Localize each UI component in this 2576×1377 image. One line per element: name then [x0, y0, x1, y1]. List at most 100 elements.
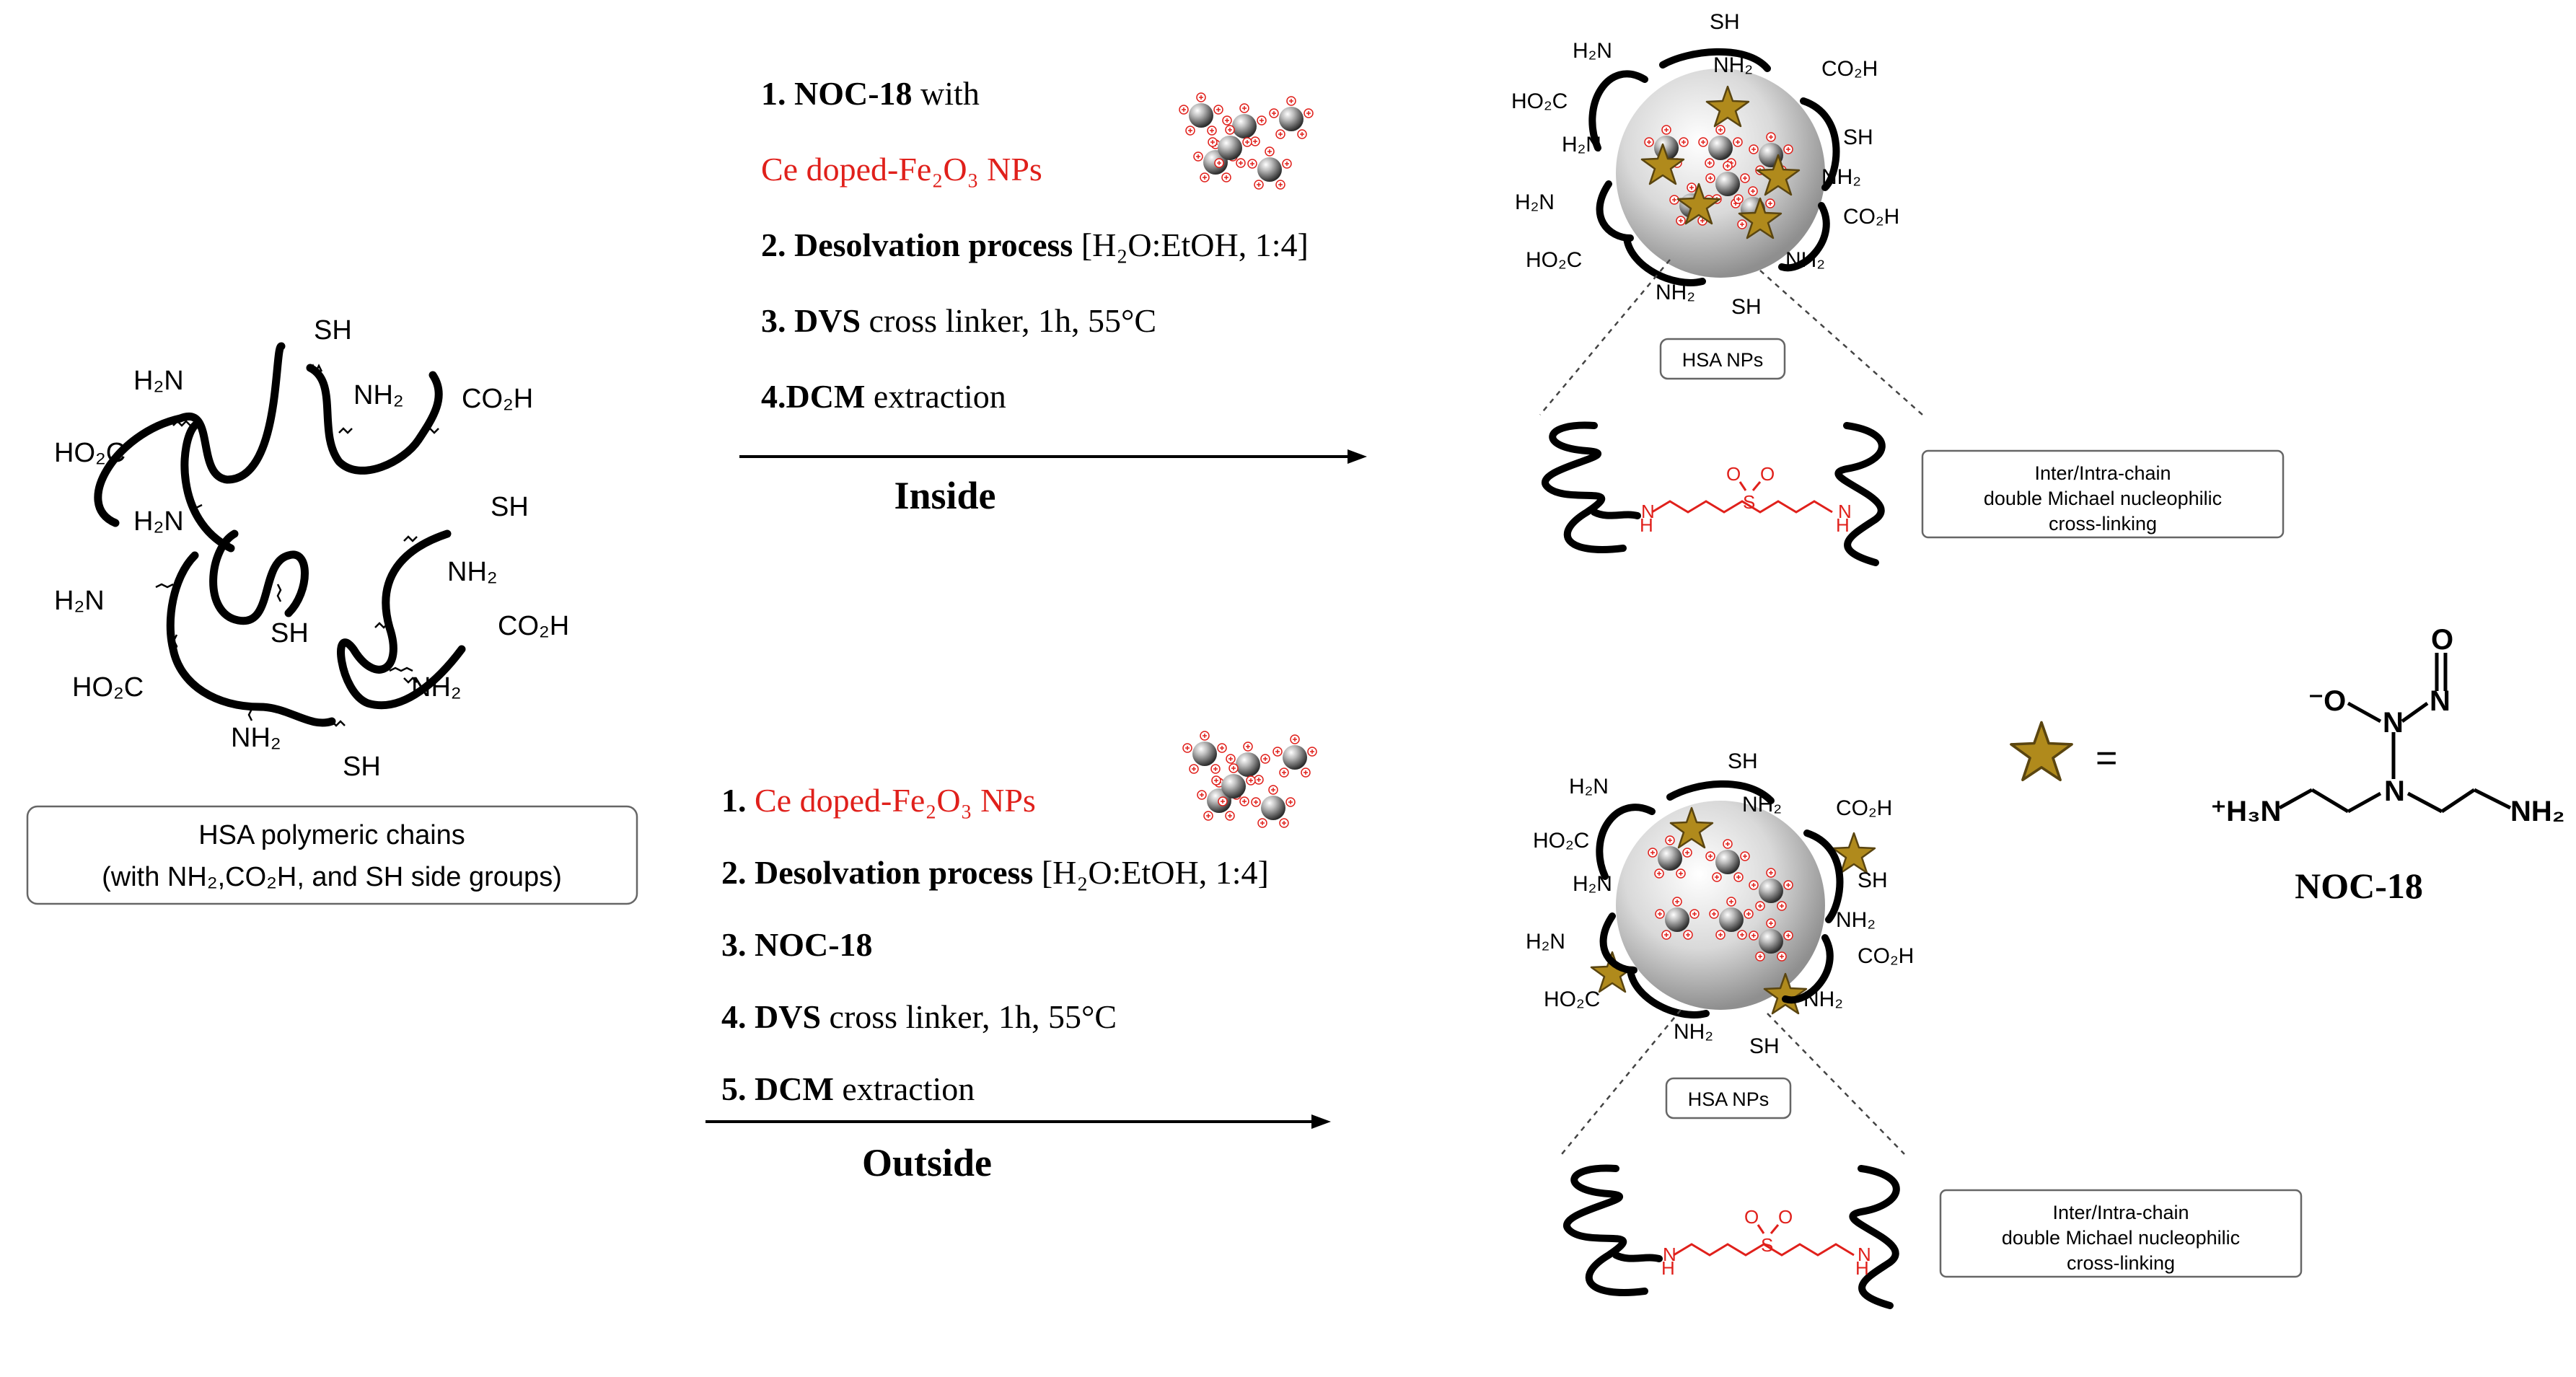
group-co2h-right: CO₂H	[498, 611, 569, 641]
outside-co2h-2: CO₂H	[1858, 944, 1914, 968]
outside-crosslink-box	[1939, 1189, 2303, 1278]
outside-nh2-3: NH₂	[1803, 987, 1843, 1011]
inside-arrow	[739, 449, 1367, 464]
group-h2n-left: H₂N	[54, 586, 105, 616]
inside-sh-3: SH	[1731, 295, 1762, 319]
outside-linker-n2: N	[1858, 1244, 1871, 1265]
inside-crosslink-line2: double Michael nucleophilic	[1984, 488, 2222, 509]
inside-nh2-2: NH₂	[1821, 165, 1861, 189]
inside-linker-o1: O	[1726, 463, 1741, 485]
outside-hsa-nanoparticle: H₂N SH NH₂ CO₂H HO₂C SH H₂N NH₂ H₂N CO₂H…	[1526, 749, 1914, 1155]
outside-crosslink-line1: Inter/Intra-chain	[2052, 1202, 2189, 1223]
outside-sh-3: SH	[1749, 1034, 1780, 1058]
inside-linker-n1: N	[1641, 501, 1655, 522]
group-h2n-mid: H₂N	[133, 506, 184, 537]
inside-linker-n2: N	[1838, 501, 1852, 522]
inside-surface-chains	[1588, 48, 1840, 286]
inside-step-2: 2. Desolvation process [H₂O:EtOH, 1:4]	[761, 226, 1309, 263]
inside-sh-2: SH	[1843, 126, 1873, 149]
inside-crosslink-line1: Inter/Intra-chain	[2034, 462, 2171, 484]
noc18-h3n-plus: ⁺H₃N	[2211, 796, 2281, 827]
outside-step-5: 5. DCM extraction	[721, 1070, 975, 1107]
outside-ho2c-1: HO₂C	[1533, 829, 1589, 853]
inside-np-cluster	[1179, 92, 1314, 190]
group-nh2-bottom-right: NH₂	[411, 672, 462, 703]
inside-nh2-1: NH₂	[1713, 53, 1753, 77]
hsa-caption-line2: (with NH₂,CO₂H, and SH side groups)	[102, 862, 562, 892]
inside-hsa-label-box	[1659, 338, 1786, 380]
group-sh-top: SH	[314, 315, 352, 346]
outside-steps: 1. Ce doped-Fe₂O₃ NPs 2. Desolvation pro…	[721, 782, 1269, 1107]
hsa-polymer-chains: SH H₂N NH₂ CO₂H HO₂C H₂N SH NH₂ H₂N SH C…	[26, 315, 638, 905]
inside-steps: 1. NOC-18 with Ce doped-Fe₂O₃ NPs 2. Des…	[761, 75, 1309, 415]
inside-linker-h2: H	[1836, 514, 1850, 536]
noc18-n2: N	[2430, 685, 2450, 717]
outside-step-2: 2. Desolvation process [H₂O:EtOH, 1:4]	[721, 854, 1269, 891]
outside-albumin-sphere	[1616, 801, 1825, 1010]
outside-nh2-1: NH₂	[1742, 793, 1782, 817]
noc18-o-minus: ⁻O	[2308, 685, 2346, 717]
inside-sh-1: SH	[1710, 10, 1740, 34]
group-ho2c-left: HO₂C	[54, 438, 126, 468]
outside-ho2c-2: HO₂C	[1544, 987, 1600, 1011]
outside-crosslink-line2: double Michael nucleophilic	[2002, 1227, 2240, 1249]
noc18-legend: = ⁻O N N O N ⁺H₃N NH₂ NOC-18	[2010, 624, 2565, 906]
outside-surface-chains	[1596, 780, 1844, 1019]
group-ho2c-bottom: HO₂C	[72, 672, 144, 703]
outside-linker-h2: H	[1855, 1257, 1869, 1279]
outside-step-3: 3. NOC-18	[721, 926, 873, 963]
noc18-nh2: NH₂	[2510, 796, 2565, 827]
inside-h2n-1: H₂N	[1573, 39, 1612, 63]
inside-crosslink-box	[1921, 449, 2285, 539]
inside-co2h-1: CO₂H	[1821, 57, 1878, 81]
inside-co2h-2: CO₂H	[1843, 205, 1899, 229]
inside-linker-o2: O	[1760, 463, 1775, 485]
hsa-caption-line1: HSA polymeric chains	[198, 820, 465, 850]
noc18-o-double: O	[2431, 624, 2453, 656]
outside-crosslink-line3: cross-linking	[2067, 1252, 2175, 1274]
inside-h2n-3: H₂N	[1515, 190, 1555, 214]
outside-h2n-1: H₂N	[1569, 775, 1609, 799]
outside-hsa-label-box	[1665, 1077, 1792, 1119]
outside-linker-n1: N	[1663, 1244, 1676, 1265]
outside-h2n-2: H₂N	[1573, 872, 1612, 896]
outside-h2n-3: H₂N	[1526, 930, 1565, 954]
noc18-name: NOC-18	[2295, 866, 2423, 906]
inside-crosslink-diagram: H N S O O N H Inter/Intra-chain double M…	[1542, 421, 2285, 566]
inside-step-4: 4.DCM extraction	[761, 378, 1006, 415]
inside-nh2-3: NH₂	[1785, 248, 1825, 272]
inside-step-1: 1. NOC-18 with	[761, 75, 980, 112]
inside-nh2-4: NH₂	[1656, 281, 1695, 304]
group-h2n-top: H₂N	[133, 366, 184, 396]
outside-hsa-label: HSA NPs	[1688, 1088, 1770, 1110]
noc18-n-center: N	[2384, 775, 2405, 807]
inside-albumin-sphere	[1616, 69, 1825, 278]
outside-linker-o1: O	[1744, 1206, 1759, 1228]
group-co2h-top: CO₂H	[462, 384, 533, 414]
outside-nh2-4: NH₂	[1674, 1020, 1713, 1044]
outside-arrow	[705, 1114, 1331, 1129]
inside-ho2c-1: HO₂C	[1511, 89, 1568, 113]
outside-linker-s: S	[1761, 1234, 1773, 1256]
outside-step-1: 1. Ce doped-Fe₂O₃ NPs	[721, 782, 1036, 819]
group-sh-center: SH	[271, 618, 309, 648]
outside-linker-o2: O	[1778, 1206, 1793, 1228]
inside-step-1-particles: Ce doped-Fe₂O₃ NPs	[761, 151, 1042, 188]
outside-step-4: 4. DVS cross linker, 1h, 55°C	[721, 998, 1117, 1035]
inside-crosslink-line3: cross-linking	[2049, 513, 2157, 534]
noc18-structure	[2278, 653, 2512, 814]
group-sh-right: SH	[491, 492, 529, 522]
inside-arrow-label: Inside	[894, 474, 995, 517]
legend-star-icon	[2010, 721, 2073, 782]
hsa-caption-box	[26, 805, 638, 905]
outside-sh-2: SH	[1858, 868, 1888, 892]
outside-crosslink-diagram: H N S O O N H Inter/Intra-chain double M…	[1563, 1164, 2303, 1309]
legend-equals: =	[2096, 737, 2117, 779]
outside-np-cluster	[1182, 731, 1317, 828]
group-nh2-right: NH₂	[447, 557, 498, 587]
inside-linker-h1: H	[1640, 514, 1653, 536]
inside-h2n-2: H₂N	[1562, 133, 1601, 157]
group-nh2-top: NH₂	[353, 380, 404, 410]
group-sh-bottom: SH	[343, 752, 381, 782]
noc18-n1: N	[2383, 707, 2404, 739]
